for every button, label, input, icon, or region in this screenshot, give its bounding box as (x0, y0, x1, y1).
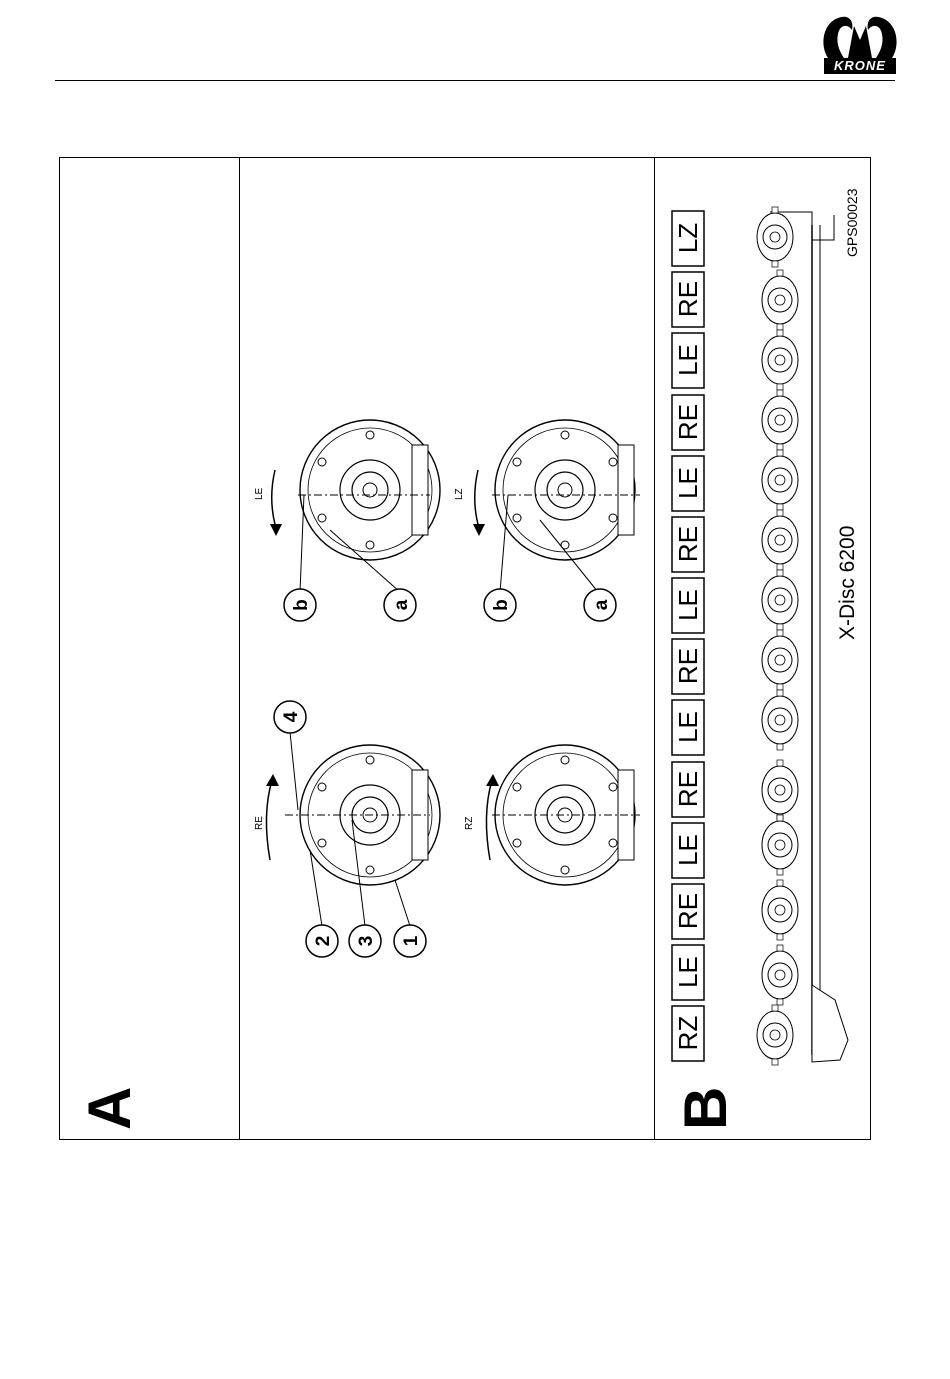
badge-le-4: LE (672, 700, 704, 755)
callout-2: 2 (306, 925, 338, 957)
badge-le-5: LE (672, 823, 704, 878)
rotation-label-le: LE (254, 487, 265, 500)
svg-text:b: b (491, 599, 512, 611)
badge-re-6: RE (672, 884, 704, 939)
badge-le-3: LE (672, 578, 704, 633)
disc-assembly-lz (492, 420, 640, 560)
svg-text:2: 2 (313, 936, 334, 947)
svg-text:LE: LE (673, 711, 703, 743)
svg-text:a: a (591, 599, 612, 610)
badge-le-1: LE (672, 333, 704, 388)
badge-re-4: RE (672, 639, 704, 694)
badge-re-1: RE (672, 272, 704, 327)
badge-re-2: RE (672, 395, 704, 450)
badge-re-3: RE (672, 517, 704, 572)
rotation-label-rz: RZ (464, 817, 475, 830)
rotation-label-lz: LZ (454, 488, 465, 500)
svg-text:RE: RE (673, 404, 703, 440)
svg-text:1: 1 (401, 935, 422, 946)
disc-assembly-rz (492, 745, 640, 885)
callout-a-top: a (384, 589, 416, 621)
callout-3: 3 (349, 925, 381, 957)
svg-text:RE: RE (673, 648, 703, 684)
svg-text:LZ: LZ (673, 223, 703, 253)
badge-le-6: LE (672, 945, 704, 1000)
svg-text:LE: LE (673, 589, 703, 621)
badge-re-5: RE (672, 762, 704, 817)
badge-rz: RZ (672, 1006, 704, 1061)
svg-text:RE: RE (673, 893, 703, 929)
svg-text:RE: RE (673, 281, 703, 317)
svg-text:RE: RE (673, 526, 703, 562)
callout-1: 1 (394, 925, 426, 957)
badge-lz: LZ (672, 211, 704, 266)
svg-text:RE: RE (673, 771, 703, 807)
svg-text:b: b (291, 599, 312, 611)
callout-4: 4 (274, 701, 306, 733)
svg-text:RZ: RZ (673, 1016, 703, 1051)
svg-text:LE: LE (673, 956, 703, 988)
svg-text:LE: LE (673, 467, 703, 499)
svg-text:4: 4 (281, 711, 302, 722)
cutter-bar-drawing (757, 207, 848, 1065)
svg-text:LE: LE (673, 344, 703, 376)
callout-b-top: b (284, 589, 316, 621)
badge-le-2: LE (672, 456, 704, 511)
callout-a-bottom: a (584, 589, 616, 621)
disc-assembly-le (298, 420, 440, 560)
svg-text:LE: LE (673, 834, 703, 866)
callout-b-bottom: b (484, 589, 516, 621)
svg-text:3: 3 (356, 936, 377, 947)
svg-text:a: a (391, 599, 412, 610)
rotation-label-re: RE (254, 816, 265, 830)
disc-assembly-re (285, 745, 440, 885)
